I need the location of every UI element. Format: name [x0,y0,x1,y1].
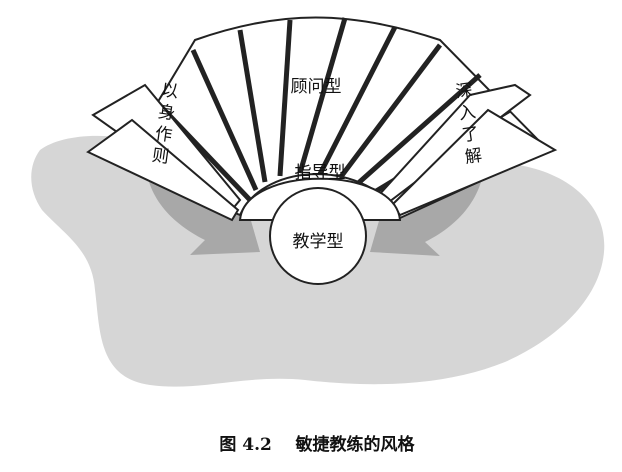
figure-number: 图 4.2 [219,435,272,455]
fan-rib [277,19,293,177]
right-arrow-label: 深入了解 [454,80,483,168]
left-flaps [86,83,242,222]
middle-label: 指导型 [295,163,346,183]
outer-label: 顾问型 [291,77,342,97]
label-char: 身 [157,102,177,124]
fan-rib [353,73,482,188]
label-char: 深 [454,80,474,102]
label-char: 了 [461,124,481,146]
label-char: 以 [160,80,180,102]
fan-rib [190,48,259,192]
fan-ribs [148,17,512,202]
figure-caption: 图 4.2 敏捷教练的风格 [0,410,622,455]
caption-spacer [272,435,296,455]
label-char: 入 [458,102,478,124]
label-char: 解 [464,146,484,168]
figure-title: 敏捷教练的风格 [295,435,415,455]
inner-label: 教学型 [293,232,344,252]
left-arrow-label: 以身作则 [151,80,180,168]
label-char: 作 [154,124,174,146]
fan-rib [237,29,268,183]
left-flap [86,118,240,222]
fan-rib [338,43,442,180]
right-flaps [376,83,558,217]
label-char: 则 [151,146,171,168]
fan-rib [297,17,348,174]
fan-rib [317,25,398,176]
inner-circle [269,187,367,285]
